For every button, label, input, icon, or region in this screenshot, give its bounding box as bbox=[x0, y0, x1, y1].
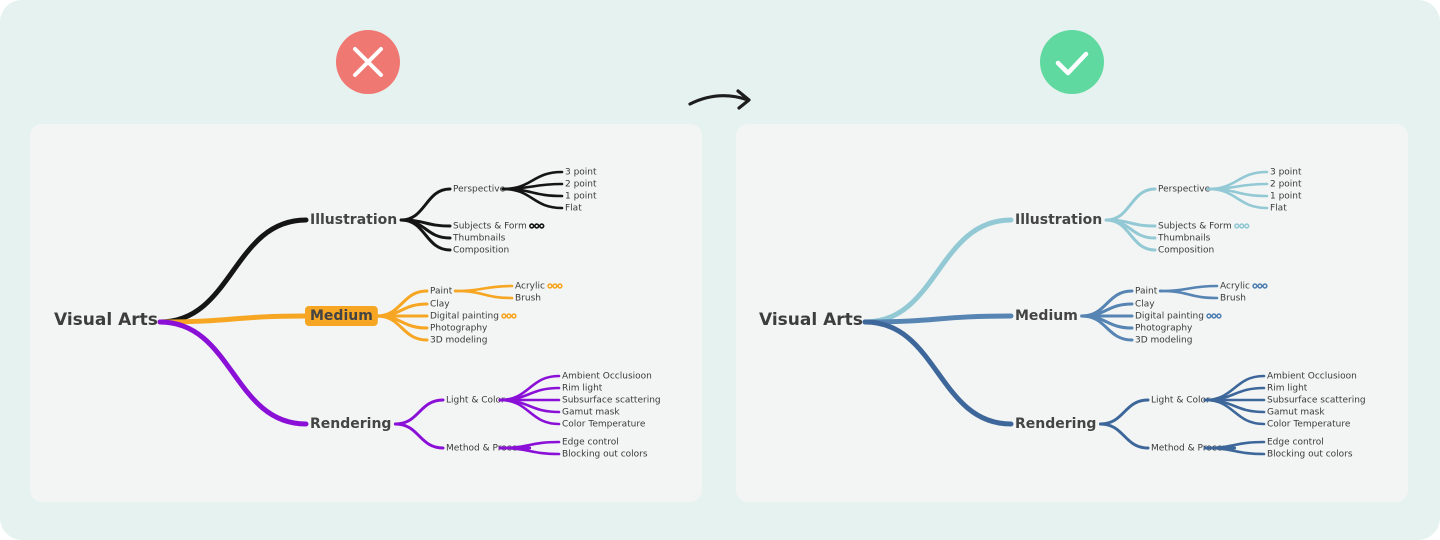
main-topic: Rendering bbox=[310, 416, 391, 432]
leaf-connector bbox=[1206, 187, 1269, 210]
cross-icon bbox=[353, 47, 383, 77]
subtopic: Paint bbox=[430, 287, 453, 297]
collapsed-indicator[interactable] bbox=[501, 313, 517, 319]
subtopic: Light & Color bbox=[1151, 396, 1210, 406]
good-example-badge bbox=[1040, 30, 1104, 94]
leaf-topic: Flat bbox=[565, 204, 582, 214]
subtopic: Photography bbox=[430, 324, 488, 334]
arrow-icon bbox=[688, 89, 751, 110]
leaf-topic: Color Temperature bbox=[1267, 420, 1351, 430]
subtopic: Photography bbox=[1135, 324, 1193, 334]
main-topic: Illustration bbox=[1015, 212, 1102, 228]
subtopic-connector bbox=[1098, 422, 1150, 450]
subtopic: Clay bbox=[430, 300, 450, 310]
root-topic: Visual Arts bbox=[759, 310, 863, 330]
leaf-topic: Rim light bbox=[1267, 384, 1308, 394]
leaf-topic: Color Temperature bbox=[562, 420, 646, 430]
collapsed-indicator[interactable] bbox=[1252, 283, 1268, 289]
subtopic-connector bbox=[1080, 314, 1134, 342]
branch-connector bbox=[862, 217, 1014, 325]
leaf-topic: Blocking out colors bbox=[562, 450, 648, 460]
mindmap-good: Visual Arts Illustration Perspective 3 poin… bbox=[759, 168, 1366, 460]
leaf-topic: 2 point bbox=[565, 180, 597, 190]
selected-topic-highlight[interactable] bbox=[305, 306, 378, 326]
subtopic: 3D modeling bbox=[430, 336, 487, 346]
leaf-topic: Acrylic bbox=[515, 282, 545, 292]
main-topic: Illustration bbox=[310, 212, 397, 228]
leaf-topic: Ambient Occlusioon bbox=[562, 372, 652, 382]
subtopic-connector bbox=[1104, 218, 1157, 252]
subtopic: Light & Color bbox=[446, 396, 505, 406]
subtopic: Method & Process bbox=[446, 444, 527, 454]
leaf-connector bbox=[498, 398, 561, 426]
leaf-topic: Ambient Occlusioon bbox=[1267, 372, 1357, 382]
branch-connector bbox=[157, 217, 309, 325]
leaf-topic: 3 point bbox=[565, 168, 597, 178]
leaf-topic: Subsurface scattering bbox=[562, 396, 661, 406]
subtopic: Perspective bbox=[453, 185, 506, 195]
subtopic: Digital painting bbox=[1135, 312, 1204, 322]
check-icon bbox=[1055, 51, 1089, 76]
subtopic: Clay bbox=[1135, 300, 1155, 310]
leaf-connector bbox=[454, 289, 514, 300]
collapsed-indicator[interactable] bbox=[529, 223, 545, 229]
subtopic: Composition bbox=[453, 246, 509, 256]
subtopic: Method & Process bbox=[1151, 444, 1232, 454]
root-topic: Visual Arts bbox=[54, 310, 158, 330]
leaf-connector bbox=[1159, 289, 1219, 300]
branch-connector bbox=[157, 313, 309, 325]
subtopic: Thumbnails bbox=[1157, 234, 1211, 244]
leaf-topic: Flat bbox=[1270, 204, 1287, 214]
mindmap-bad: Visual Arts Illustration Perspective 3 poin… bbox=[54, 168, 661, 460]
leaf-topic: Gamut mask bbox=[562, 408, 620, 418]
main-topic: Medium bbox=[310, 308, 373, 324]
leaf-connector bbox=[501, 187, 564, 210]
leaf-topic: 1 point bbox=[565, 192, 597, 202]
leaf-connector bbox=[498, 446, 561, 456]
good-badge-circle bbox=[1040, 30, 1104, 94]
bad-example-badge bbox=[336, 30, 400, 94]
main-topic: Medium bbox=[1015, 308, 1078, 324]
subtopic: Subjects & Form bbox=[1158, 222, 1232, 232]
subtopic-connector bbox=[375, 314, 429, 342]
leaf-topic: Brush bbox=[515, 294, 541, 304]
leaf-connector bbox=[1203, 398, 1266, 426]
leaf-topic: Brush bbox=[1220, 294, 1246, 304]
collapsed-indicator[interactable] bbox=[1234, 223, 1250, 229]
subtopic: Perspective bbox=[1158, 185, 1211, 195]
leaf-topic: Rim light bbox=[562, 384, 603, 394]
subtopic: Digital painting bbox=[430, 312, 499, 322]
branch-connector bbox=[862, 313, 1014, 325]
leaf-topic: Acrylic bbox=[1220, 282, 1250, 292]
subtopic: Composition bbox=[1158, 246, 1214, 256]
branch-illustration: Illustration Perspective 3 point 2 point 1 p… bbox=[862, 168, 1302, 325]
leaf-topic: Edge control bbox=[562, 438, 619, 448]
branch-rendering: Rendering Light & Color Ambient Occlusioon… bbox=[157, 319, 661, 460]
leaf-topic: Gamut mask bbox=[1267, 408, 1325, 418]
subtopic-connector bbox=[399, 218, 452, 252]
subtopic: Paint bbox=[1135, 287, 1158, 297]
branch-rendering: Rendering Light & Color Ambient Occlusioon… bbox=[862, 319, 1366, 460]
branch-connector bbox=[862, 319, 1014, 427]
leaf-topic: 2 point bbox=[1270, 180, 1302, 190]
leaf-connector bbox=[1203, 446, 1266, 456]
subtopic: Thumbnails bbox=[452, 234, 506, 244]
leaf-topic: 1 point bbox=[1270, 192, 1302, 202]
leaf-topic: Subsurface scattering bbox=[1267, 396, 1366, 406]
branch-illustration: Illustration Perspective 3 point 2 point 1 p… bbox=[157, 168, 597, 325]
subtopic: Subjects & Form bbox=[453, 222, 527, 232]
leaf-topic: Blocking out colors bbox=[1267, 450, 1353, 460]
collapsed-indicator[interactable] bbox=[547, 283, 563, 289]
leaf-topic: 3 point bbox=[1270, 168, 1302, 178]
subtopic: 3D modeling bbox=[1135, 336, 1192, 346]
subtopic-connector bbox=[393, 422, 445, 450]
branch-connector bbox=[157, 319, 309, 427]
collapsed-indicator[interactable] bbox=[1206, 313, 1222, 319]
leaf-topic: Edge control bbox=[1267, 438, 1324, 448]
main-topic: Rendering bbox=[1015, 416, 1096, 432]
